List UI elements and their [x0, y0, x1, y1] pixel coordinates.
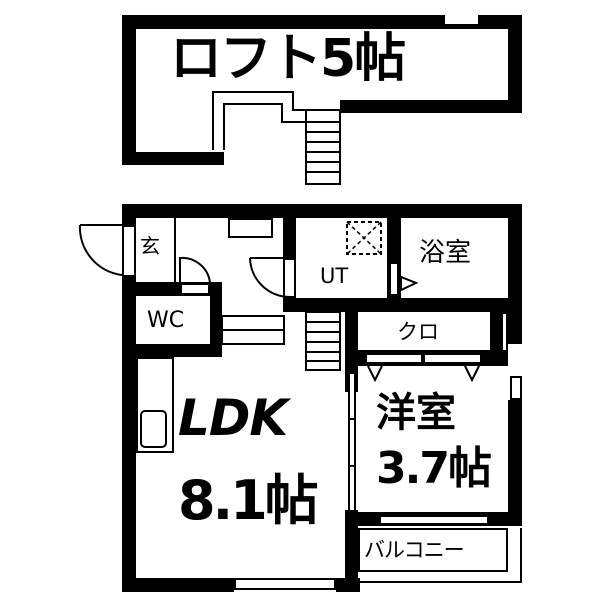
shoe-cabinet [228, 218, 273, 238]
ldk-window-bottom[interactable] [234, 578, 336, 590]
closet-wall-right [490, 312, 504, 357]
entrance-label: 玄 [140, 234, 160, 258]
ldk-label: LDK [178, 389, 288, 447]
genkan-partition [174, 218, 176, 282]
utility-label: UT [320, 264, 349, 288]
wall-bottom-left [122, 578, 234, 592]
loft-wall-left [122, 15, 136, 165]
ldk-size: 8.1帖 [178, 469, 319, 532]
wall-right-lower [508, 400, 522, 520]
wc-label: WC [147, 308, 185, 333]
closet-door-right[interactable] [423, 353, 482, 364]
loft-wall-bottom-right [340, 100, 522, 113]
loft-stairs [305, 109, 341, 185]
western-wall-left-lower [345, 510, 358, 592]
closet-door-left[interactable] [365, 353, 423, 364]
balcony-label: バルコニー [364, 538, 465, 562]
sliding-door-divider-2 [348, 465, 356, 467]
wall-left [122, 204, 136, 592]
western-window-right [510, 376, 522, 400]
kitchen-counter [136, 357, 174, 453]
bath-door-frame [389, 262, 399, 296]
loft-wall-right [508, 15, 522, 113]
ut-wall-bottom [283, 298, 522, 312]
loft-wall-top [122, 15, 522, 29]
loft-railing [212, 91, 306, 150]
balcony-window[interactable] [379, 515, 489, 525]
bathroom-label: 浴室 [419, 238, 472, 268]
sliding-door-ldk-western[interactable] [348, 372, 356, 512]
kitchen-sink-icon [140, 410, 167, 448]
balcony-rail-outer [358, 528, 522, 583]
wc-wall-bottom [122, 344, 222, 357]
loft-label: ロフト5帖 [170, 29, 406, 89]
closet-label: クロ [397, 320, 439, 344]
loft-window [445, 15, 478, 24]
wc-wall-right [210, 282, 222, 357]
sliding-door-divider-1 [348, 418, 356, 420]
wall-top [122, 204, 522, 218]
western-room-size: 3.7帖 [376, 443, 492, 494]
balcony-rail-inner [358, 528, 508, 572]
loft-wall-bottom-left [122, 152, 224, 165]
wc-door-frame [180, 283, 210, 295]
western-room-label: 洋室 [376, 390, 456, 436]
entrance-door-frame [122, 225, 136, 277]
